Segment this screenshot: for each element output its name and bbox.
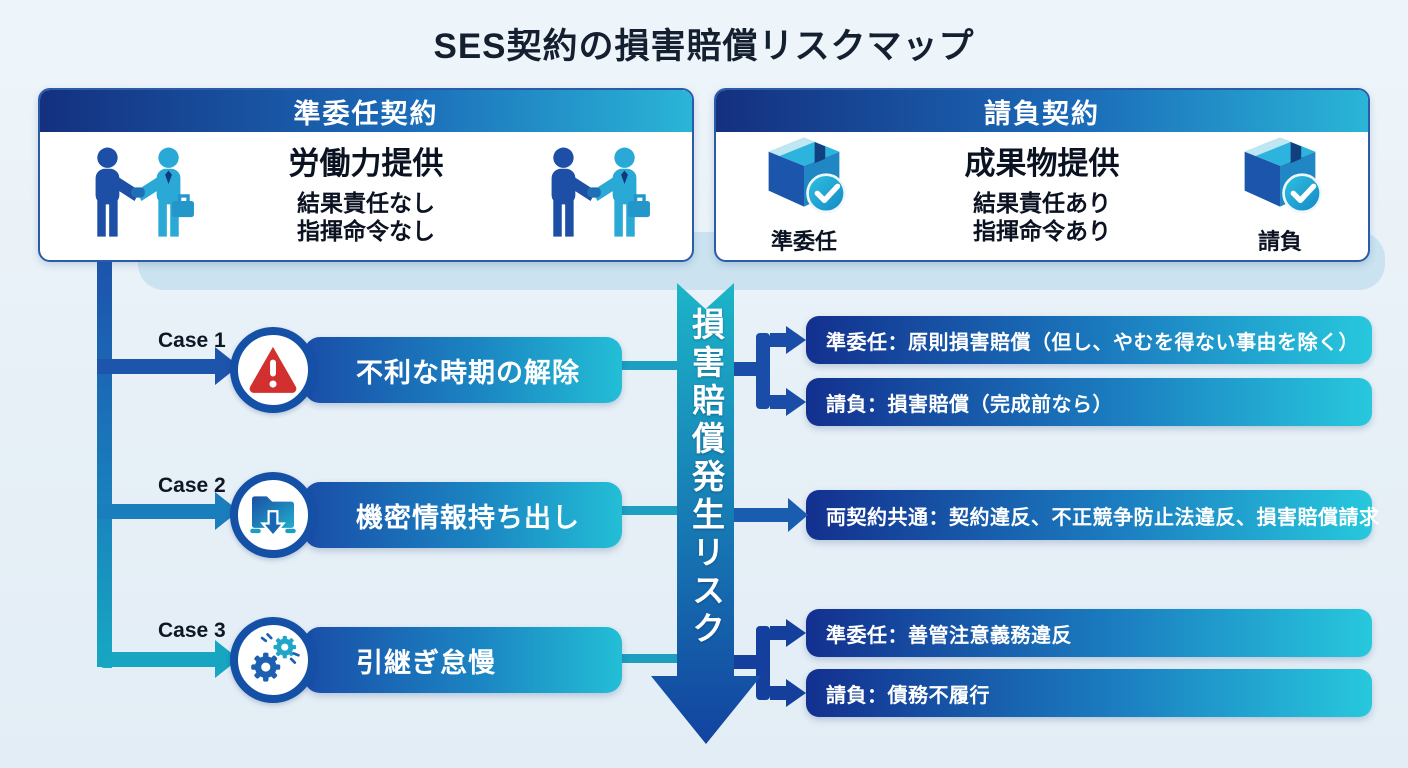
quasi-mandate-card: 準委任契約 — [38, 88, 694, 262]
folder-export-icon — [245, 485, 301, 546]
work-contract-card-header: 請負契約 — [716, 90, 1368, 132]
quasi-mandate-description: 労働力提供 結果責任なし 指揮命令なし — [289, 145, 444, 245]
case1-result-pill-quasi-mandate: 準委任：原則損害賠償（但し、やむを得ない事由を除く） — [806, 316, 1372, 364]
package-label-left: 準委任 — [770, 229, 837, 254]
case1-result-pill-work-contract: 請負：損害賠償（完成前なら） — [806, 378, 1372, 426]
case2-label: Case 2 — [158, 474, 226, 497]
case3-label: Case 3 — [158, 619, 226, 642]
package-label-right: 請負 — [1257, 229, 1302, 254]
case2-icon-circle — [230, 472, 316, 558]
case3-connector-stub — [620, 654, 678, 663]
quasi-mandate-sub2: 指揮命令なし — [297, 217, 435, 244]
quasi-mandate-card-header: 準委任契約 — [40, 90, 692, 132]
case1-result-bracket — [734, 316, 808, 425]
package-check-icon — [1234, 134, 1326, 224]
case2-connector-stub — [620, 506, 678, 515]
gears-icon — [244, 629, 302, 692]
case2-branch-line — [97, 504, 215, 519]
work-contract-card: 請負契約 準委任 成果物提供 結果責任 — [714, 88, 1370, 262]
warning-icon — [246, 341, 300, 400]
case-trunk-line — [97, 262, 112, 668]
quasi-mandate-sub1: 結果責任なし — [297, 189, 435, 216]
case1-label: Case 1 — [158, 329, 226, 352]
work-contract-main-text: 成果物提供 — [964, 146, 1120, 182]
work-contract-description: 成果物提供 結果責任あり 指揮命令あり — [965, 145, 1120, 245]
quasi-mandate-package: 準委任 — [758, 134, 850, 256]
page-title: SES契約の損害賠償リスクマップ — [433, 27, 975, 66]
case2-result-arrow — [734, 498, 808, 537]
work-package: 請負 — [1234, 134, 1326, 256]
case2-result-pill-common: 両契約共通：契約違反、不正競争防止法違反、損害賠償請求 — [806, 490, 1379, 540]
quasi-mandate-card-body: 労働力提供 結果責任なし 指揮命令なし — [40, 132, 692, 258]
case1-icon-circle — [230, 327, 316, 413]
handshake-icon — [538, 145, 650, 245]
case3-title-pill: 引継ぎ怠慢 — [304, 627, 622, 693]
case3-result-bracket — [734, 608, 808, 717]
work-contract-sub2: 指揮命令あり — [973, 217, 1111, 244]
case3-result-pill-work-contract: 請負：債務不履行 — [806, 669, 1372, 717]
case1-title-pill: 不利な時期の解除 — [304, 337, 622, 403]
quasi-mandate-main-text: 労働力提供 — [288, 146, 444, 182]
work-contract-sub1: 結果責任あり — [973, 189, 1111, 216]
work-contract-card-body: 準委任 成果物提供 結果責任あり 指揮命令あり — [716, 132, 1368, 258]
case3-icon-circle — [230, 617, 316, 703]
case1-branch-line — [97, 359, 215, 374]
case2-title-pill: 機密情報持ち出し — [304, 482, 622, 548]
case1-connector-stub — [620, 361, 678, 370]
risk-arrow-label: 損害賠償発生リスク — [687, 307, 725, 649]
handshake-icon — [82, 145, 194, 245]
case3-branch-line — [97, 652, 215, 667]
package-check-icon — [758, 134, 850, 224]
case3-result-pill-quasi-mandate: 準委任：善管注意義務違反 — [806, 609, 1372, 657]
risk-down-arrow — [640, 283, 772, 752]
